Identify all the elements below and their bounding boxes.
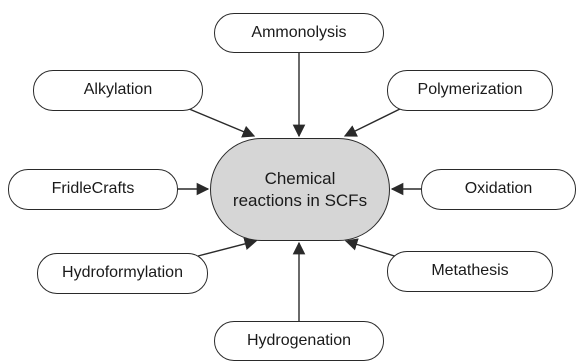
arrow-hydroformylation [197,237,258,257]
node-label: Alkylation [83,81,153,99]
node-metathesis: Metathesis [387,251,553,292]
arrow-alkylation [181,105,256,138]
node-hydroformylation: Hydroformylation [37,253,208,294]
node-label: Hydrogenation [246,331,352,349]
node-fridlecrafts: FridleCrafts [8,169,178,210]
node-label: Polymerization [417,81,523,99]
center-label-line2: reactions in SCFs [232,190,368,210]
node-label: Metathesis [431,262,509,280]
arrow-polymerization [343,106,405,137]
node-label: FridleCrafts [51,180,135,198]
node-oxidation: Oxidation [421,169,576,210]
node-hydrogenation: Hydrogenation [214,321,384,361]
node-label: Hydroformylation [62,264,183,282]
node-label: Oxidation [464,180,533,198]
node-polymerization: Polymerization [387,70,553,111]
center-node: Chemical reactions in SCFs [210,138,390,241]
center-label-line1: Chemical [264,169,336,189]
node-label: Ammonolysis [251,23,347,41]
node-alkylation: Alkylation [33,70,203,111]
node-ammonolysis: Ammonolysis [214,13,384,53]
